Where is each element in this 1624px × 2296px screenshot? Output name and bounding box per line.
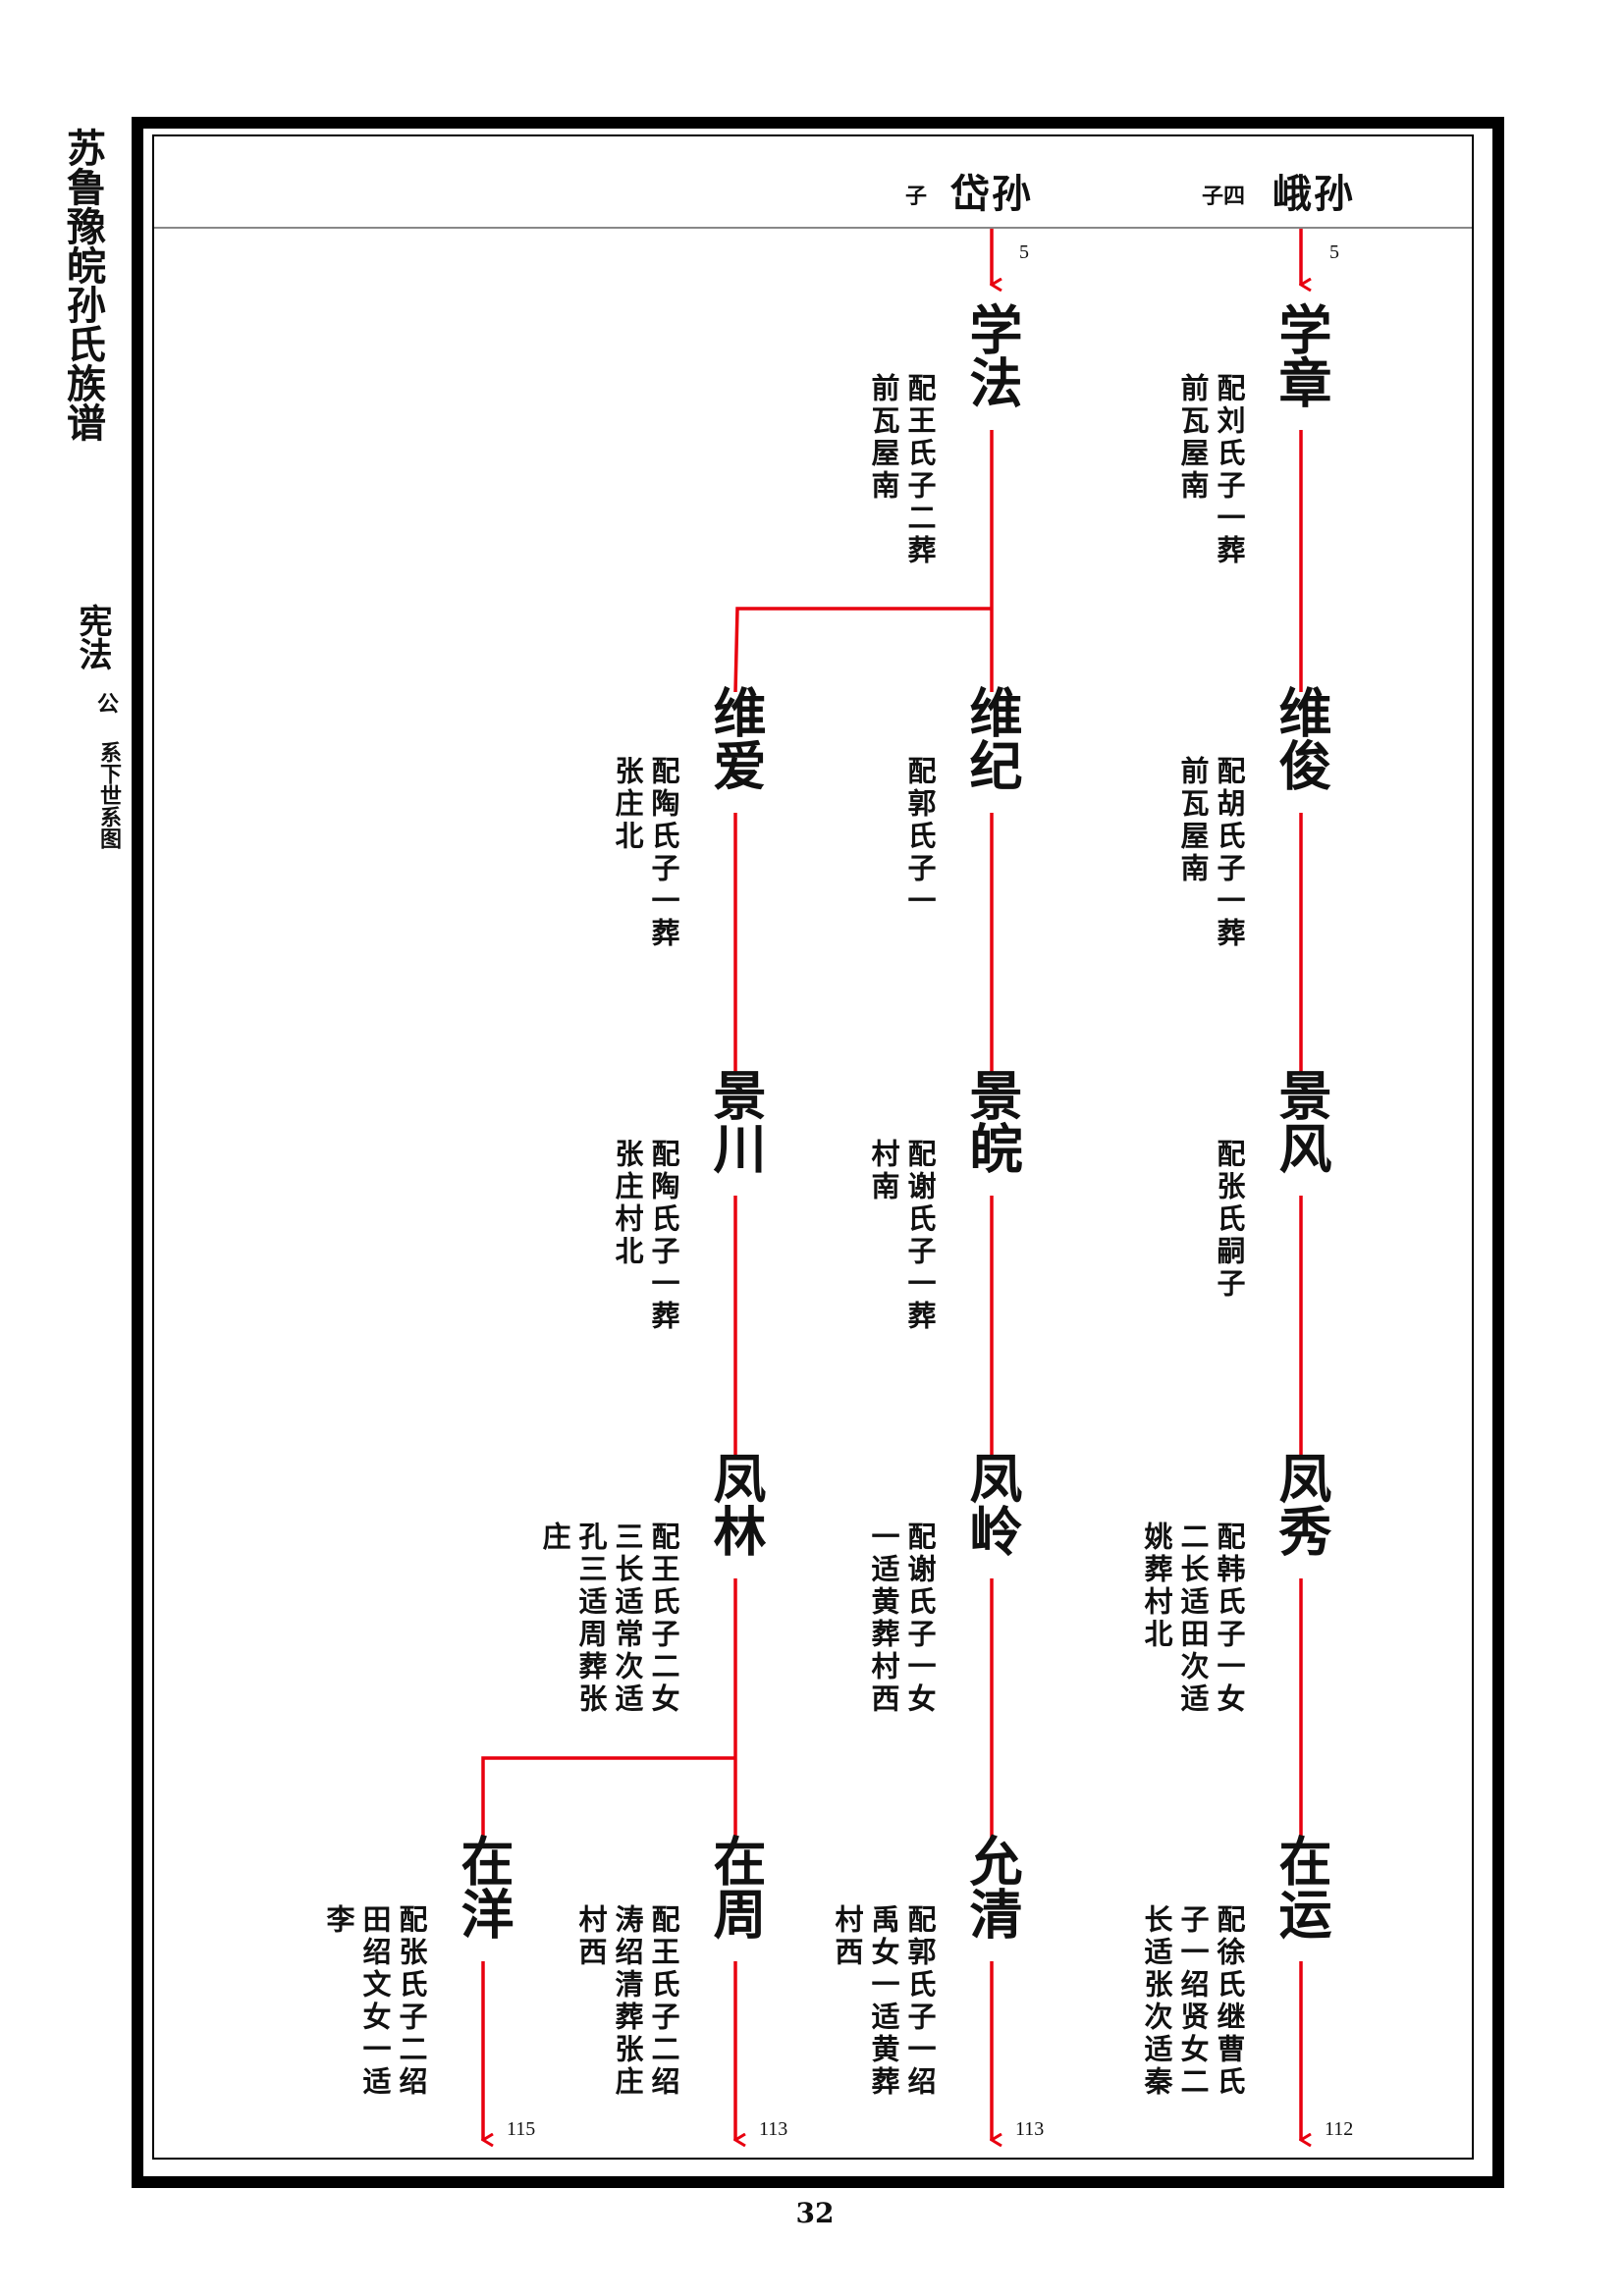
person-name-jingwan: 景皖: [960, 1068, 1023, 1174]
branch-name: 宪法: [73, 604, 112, 670]
note-column: 配韩氏子一女: [1213, 1522, 1246, 1716]
note-column: 村西: [831, 1904, 864, 1969]
note-column: 配胡氏子一葬: [1213, 756, 1246, 950]
page-ref-bottom: 112: [1325, 2118, 1354, 2140]
person-name-jingchuan: 景川: [704, 1068, 767, 1174]
chart-description: 系下世系图: [96, 741, 122, 849]
note-column: 配张氏子二绍: [395, 1904, 428, 2099]
genealogy-title: 苏鲁豫皖孙氏族谱: [60, 128, 106, 442]
note-column: 配王氏子二绍: [647, 1904, 680, 2099]
note-column: 长适张次适秦: [1140, 1904, 1173, 2099]
person-name-fenglin: 凤林: [704, 1451, 767, 1557]
person-note-weiji: 配郭氏子一: [901, 756, 938, 918]
note-column: 配谢氏子一女: [903, 1522, 937, 1716]
branch-honorific: 公: [93, 692, 119, 714]
note-column: 配郭氏子一绍: [903, 1904, 937, 2099]
note-column: 配王氏子二女: [647, 1522, 680, 1716]
person-note-fengxiu: 配韩氏子一女二长适田次适姚葬村北: [1138, 1522, 1247, 1716]
header-note-esun: 子四: [1202, 184, 1246, 209]
page-ref-bottom: 115: [507, 2118, 536, 2140]
person-note-fenglin: 配王氏子二女三长适常次适孔三适周葬张庄: [536, 1522, 681, 1716]
note-column: 村西: [574, 1904, 608, 1969]
branch-line: [481, 1756, 735, 1841]
header-name-daisun: 岱孙: [950, 171, 1033, 217]
note-column: 配陶氏子一葬: [647, 756, 680, 950]
note-column: 前瓦屋南: [1176, 373, 1210, 503]
page-ref-bottom: 113: [1015, 2118, 1045, 2140]
note-column: 配谢氏子一葬: [903, 1139, 937, 1333]
outer-frame: [132, 117, 1504, 2188]
note-column: 孔三适周葬张: [574, 1522, 608, 1716]
person-note-weiai: 配陶氏子一葬张庄北: [609, 756, 681, 950]
note-column: 村南: [867, 1139, 900, 1203]
person-name-jingfeng: 景风: [1270, 1068, 1332, 1174]
person-name-fengxiu: 凤秀: [1270, 1451, 1332, 1557]
person-note-fengling: 配谢氏子一女一适黄葬村西: [865, 1522, 938, 1716]
page-number: 32: [795, 2197, 835, 2229]
note-column: 张庄村北: [611, 1139, 644, 1268]
note-column: 庄: [538, 1522, 571, 1554]
person-note-xuefa: 配王氏子二葬前瓦屋南: [865, 373, 938, 567]
person-name-xuezhang: 学章: [1270, 302, 1332, 408]
header-name-esun: 峨孙: [1272, 171, 1355, 217]
page-ref-top: 5: [1019, 241, 1029, 263]
note-column: 配郭氏子一: [903, 756, 937, 918]
note-column: 二长适田次适: [1176, 1522, 1210, 1716]
header-note-daisun: 子: [905, 184, 928, 209]
person-name-zaiyang: 在洋: [452, 1834, 514, 1940]
note-column: 前瓦屋南: [1176, 756, 1210, 885]
person-name-zaizhou: 在周: [704, 1834, 767, 1940]
note-column: 李: [322, 1904, 355, 1937]
person-note-zaizhou: 配王氏子二绍涛绍清葬张庄村西: [572, 1904, 681, 2099]
note-column: 子一绍贤女二: [1176, 1904, 1210, 2099]
note-column: 三长适常次适: [611, 1522, 644, 1716]
note-column: 张庄北: [611, 756, 644, 853]
person-name-yunqing: 允清: [960, 1834, 1023, 1940]
note-column: 配陶氏子一葬: [647, 1139, 680, 1333]
note-column: 田绍文女一适: [358, 1904, 392, 2099]
person-note-jingwan: 配谢氏子一葬村南: [865, 1139, 938, 1333]
person-name-xuefa: 学法: [960, 302, 1023, 408]
page-ref-bottom: 113: [759, 2118, 788, 2140]
note-column: 姚葬村北: [1140, 1522, 1173, 1651]
note-column: 配王氏子二葬: [903, 373, 937, 567]
page-ref-top: 5: [1329, 241, 1339, 263]
note-column: 涛绍清葬张庄: [611, 1904, 644, 2099]
person-name-fengling: 凤岭: [960, 1451, 1023, 1557]
person-note-zaiyun: 配徐氏继曹氏子一绍贤女二长适张次适秦: [1138, 1904, 1247, 2099]
person-note-jingfeng: 配张氏嗣子: [1211, 1139, 1247, 1301]
person-name-weiai: 维爱: [704, 685, 767, 791]
person-note-xuezhang: 配刘氏子一葬前瓦屋南: [1174, 373, 1247, 567]
inner-frame: [152, 134, 1474, 2160]
branch-line: [733, 607, 992, 693]
note-column: 配徐氏继曹氏: [1213, 1904, 1246, 2099]
note-column: 禹女一适黄葬: [867, 1904, 900, 2099]
person-name-zaiyun: 在运: [1270, 1834, 1332, 1940]
person-name-weiji: 维纪: [960, 685, 1023, 791]
person-note-yunqing: 配郭氏子一绍禹女一适黄葬村西: [829, 1904, 938, 2099]
header-divider: [154, 227, 1472, 229]
person-note-weijun: 配胡氏子一葬前瓦屋南: [1174, 756, 1247, 950]
note-column: 一适黄葬村西: [867, 1522, 900, 1716]
note-column: 前瓦屋南: [867, 373, 900, 503]
person-note-zaiyang: 配张氏子二绍田绍文女一适李: [320, 1904, 429, 2099]
person-note-jingchuan: 配陶氏子一葬张庄村北: [609, 1139, 681, 1333]
note-column: 配刘氏子一葬: [1213, 373, 1246, 567]
note-column: 配张氏嗣子: [1213, 1139, 1246, 1301]
person-name-weijun: 维俊: [1270, 685, 1332, 791]
